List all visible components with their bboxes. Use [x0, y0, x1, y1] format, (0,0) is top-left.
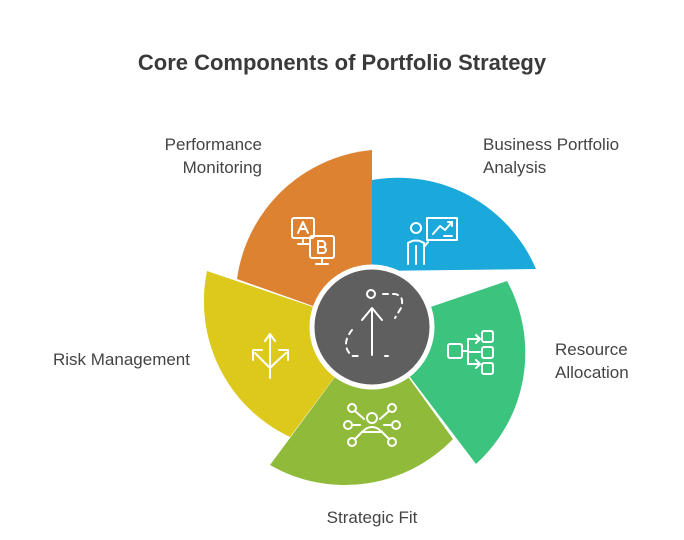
label-strategic-fit: Strategic Fit	[272, 506, 472, 529]
diagram-title: Core Components of Portfolio Strategy	[137, 50, 547, 75]
label-line: Risk Management	[52, 350, 190, 369]
label-line: Monitoring	[182, 158, 262, 177]
network-person-icon	[343, 403, 401, 447]
label-risk-management: Risk Management	[0, 348, 190, 371]
label-performance-monitoring: Performance Monitoring	[60, 133, 262, 179]
ab-test-icon	[291, 217, 335, 265]
label-line: Allocation	[555, 363, 629, 382]
label-business-portfolio-analysis: Business Portfolio Analysis	[483, 133, 619, 179]
presentation-chart-icon	[407, 217, 458, 265]
label-line: Resource	[555, 340, 628, 359]
allocation-tree-icon	[447, 330, 494, 375]
label-line: Performance	[164, 135, 262, 154]
label-line: Business Portfolio	[483, 135, 620, 154]
path-arrow-icon	[345, 289, 404, 357]
label-line: Strategic Fit	[326, 508, 418, 527]
segment-strategic-fit	[270, 327, 453, 486]
segment-business-portfolio-analysis	[372, 177, 536, 271]
label-line: Analysis	[483, 158, 547, 177]
label-resource-allocation: Resource Allocation	[555, 338, 629, 384]
diverging-arrows-icon	[252, 333, 289, 379]
